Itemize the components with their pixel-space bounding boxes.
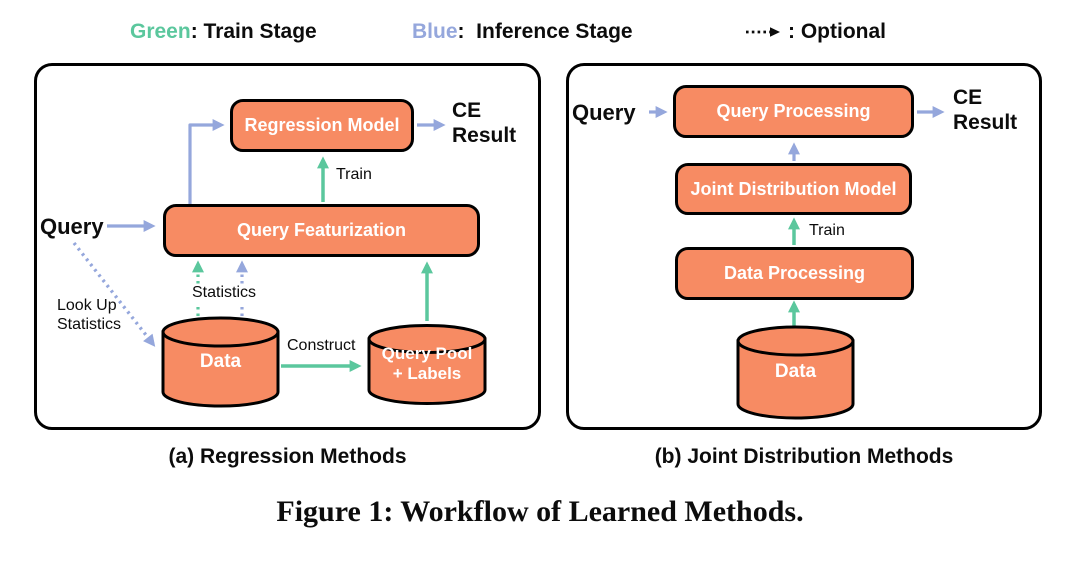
query-processing-box: Query Processing bbox=[673, 85, 914, 138]
data-cylinder-b-label: Data bbox=[774, 361, 817, 382]
query-featurization-box: Query Featurization bbox=[163, 204, 480, 257]
legend-green-keyword: Green bbox=[130, 20, 191, 43]
train-label-b: Train bbox=[807, 222, 847, 241]
arrow-featurization-to-regression-model bbox=[188, 119, 225, 204]
panel-regression-methods bbox=[34, 63, 541, 430]
look-up-statistics-label: Look Up Statistics bbox=[57, 297, 122, 333]
arrow-look-up-statistics-dotted bbox=[72, 241, 156, 347]
construct-label: Construct bbox=[285, 337, 358, 356]
data-cylinder-a-label: Data bbox=[199, 351, 242, 372]
figure-caption: Figure 1: Workflow of Learned Methods. bbox=[276, 495, 804, 528]
query-label-b: Query bbox=[572, 100, 636, 125]
legend-optional: : Optional bbox=[744, 20, 886, 44]
query-pool-cylinder bbox=[367, 324, 487, 405]
caption-joint-distribution-methods: (b) Joint Distribution Methods bbox=[654, 445, 954, 468]
legend-blue-keyword: Blue bbox=[412, 20, 458, 43]
query-label-a: Query bbox=[40, 214, 104, 239]
regression-model-box: Regression Model bbox=[230, 99, 414, 152]
legend-optional-text: : Optional bbox=[788, 20, 886, 43]
train-label-a: Train bbox=[334, 166, 374, 185]
data-processing-box: Data Processing bbox=[675, 247, 914, 300]
legend-inference-text: : Inference Stage bbox=[457, 20, 633, 43]
panel-joint-distribution-methods bbox=[566, 63, 1042, 430]
caption-regression-methods: (a) Regression Methods bbox=[168, 445, 407, 468]
legend-train-text: : Train Stage bbox=[190, 20, 317, 43]
ce-result-label-b: CE Result bbox=[953, 86, 1018, 134]
query-pool-cylinder-label: Query Pool + Labels bbox=[381, 344, 473, 384]
data-cylinder-a bbox=[161, 316, 280, 408]
dotted-arrow-icon bbox=[746, 27, 780, 37]
data-cylinder-b bbox=[736, 325, 855, 420]
joint-distribution-model-box: Joint Distribution Model bbox=[675, 163, 912, 215]
legend-train-stage: Green: Train Stage bbox=[130, 20, 317, 44]
ce-result-label-a: CE Result bbox=[452, 99, 517, 147]
statistics-label: Statistics bbox=[190, 284, 259, 303]
legend-inference-stage: Blue: Inference Stage bbox=[412, 20, 633, 44]
